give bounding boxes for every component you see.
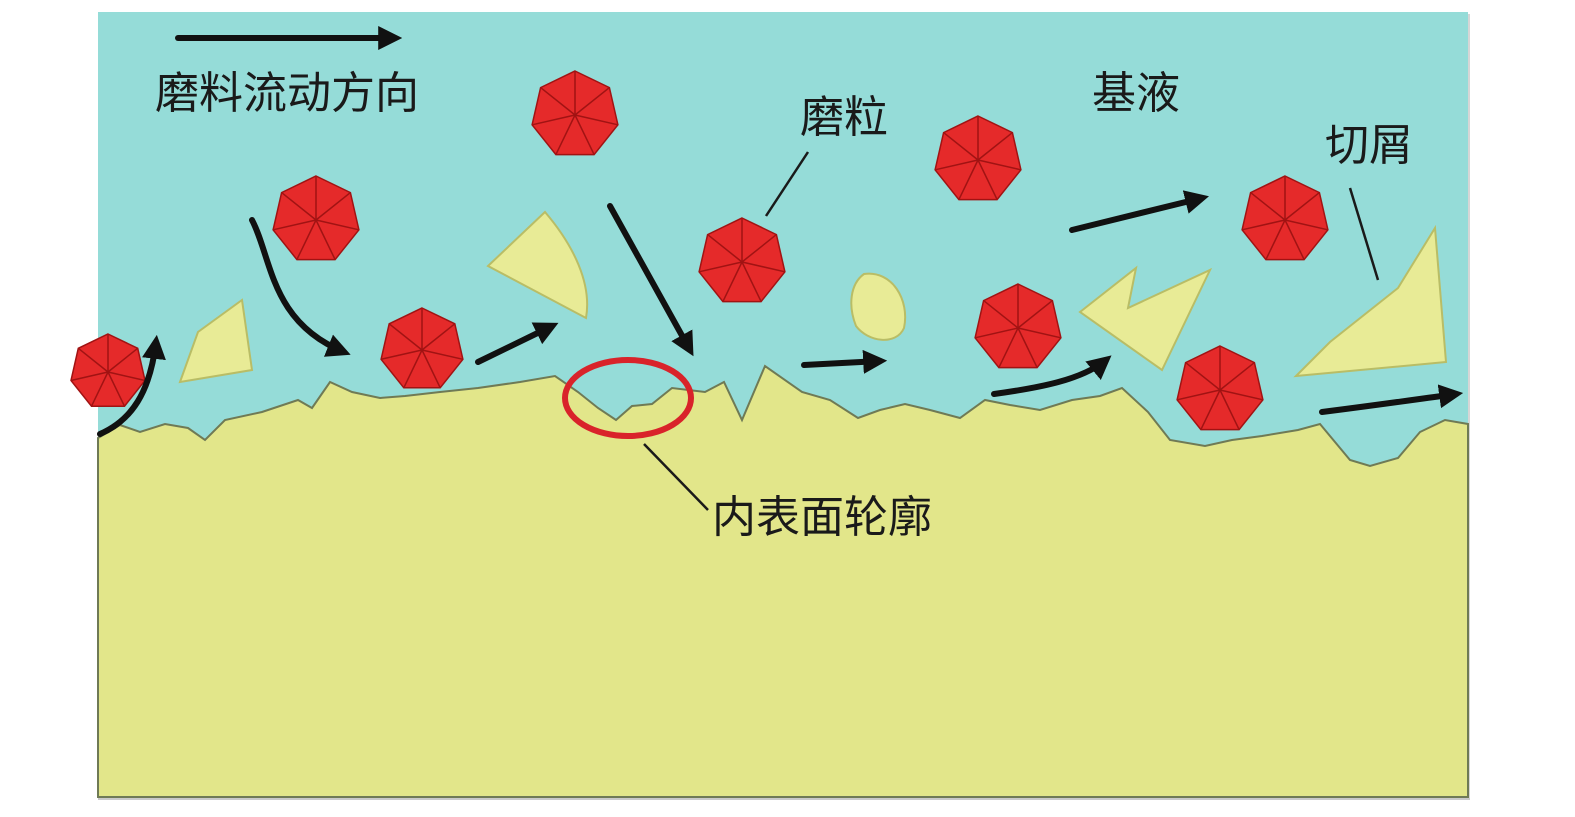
abrasive-grain: [974, 283, 1062, 369]
flow-arrow: [1069, 190, 1209, 233]
abrasive-grain: [698, 217, 786, 303]
chips: [178, 210, 1448, 384]
flow-arrow: [607, 203, 694, 357]
chip: [486, 210, 589, 320]
base-fluid-label: 基液: [1092, 68, 1180, 119]
flow-arrows: [97, 26, 1464, 437]
flow-direction-label: 磨料流动方向: [155, 68, 419, 119]
flow-arrow: [249, 217, 351, 357]
abrasive-label-leader: [764, 151, 810, 217]
surface-label-leader: [643, 443, 709, 511]
surface-profile-highlight-ring: [562, 357, 694, 439]
chip: [850, 272, 907, 341]
abrasive-grain: [934, 115, 1022, 201]
abrasive-grain: [531, 70, 619, 156]
flow-arrow: [1319, 384, 1464, 415]
chip: [178, 298, 254, 384]
chip: [1293, 224, 1448, 378]
abrasive-grain-label: 磨粒: [800, 92, 888, 143]
inner-surface-workpiece: [97, 364, 1469, 798]
flow-arrow: [991, 355, 1112, 397]
abrasive-grain: [380, 307, 464, 389]
abrasive-grain: [1241, 175, 1329, 261]
abrasive-grain: [272, 175, 360, 261]
chips-label: 切屑: [1325, 120, 1413, 171]
abrasive-grain: [1176, 345, 1264, 431]
chip: [1078, 265, 1213, 372]
flow-arrow: [97, 334, 166, 437]
chips-label-leader: [1348, 187, 1380, 281]
abrasive-grains: [70, 70, 1329, 431]
flow-arrow: [801, 349, 888, 374]
inner-surface-profile-label: 内表面轮廓: [712, 492, 932, 543]
abrasive-grain: [70, 333, 146, 407]
flow-arrow: [475, 322, 559, 365]
